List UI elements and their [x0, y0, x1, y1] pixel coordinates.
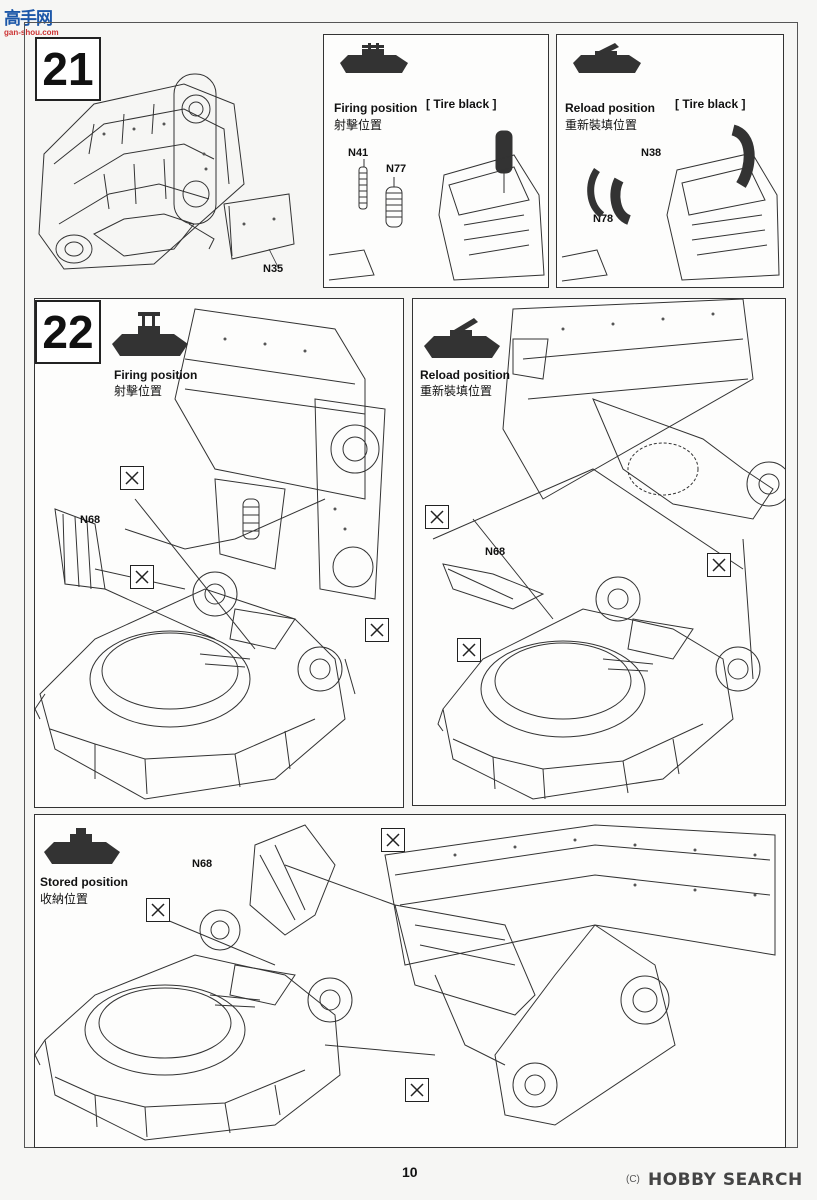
- part-n35: N35: [263, 263, 284, 275]
- part-n68: N68: [80, 514, 101, 526]
- step22-stored-drawing: [35, 824, 776, 1141]
- hobby-search-brand: HOBBY SEARCH: [648, 1170, 803, 1190]
- no-cement-icon: [365, 618, 389, 642]
- step22-reload-label-cn: 重新裝填位置: [420, 384, 493, 398]
- step21-main-panel: [34, 34, 316, 284]
- part-n38: N38: [641, 147, 662, 159]
- step21-reload-panel: Reload position 重新裝填位置 [ Tire black ] N3…: [556, 34, 784, 288]
- step22-firing-drawing: [35, 308, 386, 800]
- no-cement-icon: [146, 898, 170, 922]
- watermark-site: gan-shou.com: [4, 28, 59, 37]
- step22-reload-panel: [412, 298, 786, 806]
- step21-firing-panel: Firing position 射擊位置 [ Tire black ] N41 …: [323, 34, 549, 288]
- step21-firing-label: Firing position: [334, 101, 418, 115]
- tank-icon: [424, 318, 500, 358]
- tank-icon: [44, 828, 120, 864]
- step22-firing-label-cn: 射擊位置: [114, 384, 163, 398]
- copyright-mark: (C): [626, 1174, 640, 1185]
- page-number: 10: [402, 1164, 418, 1180]
- step22-stored-label: Stored position: [40, 875, 128, 889]
- no-cement-icon: [130, 565, 154, 589]
- step21-reload-label-cn: 重新裝填位置: [565, 118, 638, 132]
- tank-icon: [573, 43, 641, 73]
- part-n68: N68: [192, 858, 213, 870]
- step22-reload-label: Reload position: [420, 368, 510, 382]
- watermark-logo-text: 高手网: [4, 9, 53, 29]
- step21-firing-paint: [ Tire black ]: [426, 97, 497, 111]
- no-cement-icon: [425, 505, 449, 529]
- step21-reload-drawing: [561, 124, 780, 282]
- part-n41: N41: [348, 147, 369, 159]
- step21-number: 21: [35, 37, 101, 101]
- no-cement-icon: [405, 1078, 429, 1102]
- tank-icon: [340, 43, 408, 73]
- step22-firing-panel: [34, 298, 404, 808]
- no-cement-icon: [457, 638, 481, 662]
- no-cement-icon: [707, 553, 731, 577]
- step21-firing-label-cn: 射擊位置: [334, 118, 383, 132]
- part-n68: N68: [485, 546, 506, 558]
- no-cement-icon: [381, 828, 405, 852]
- step21-reload-label: Reload position: [565, 101, 655, 115]
- watermark-logo: 高手网 gan-shou.com: [4, 4, 74, 37]
- part-n77: N77: [386, 163, 407, 175]
- step21-reload-paint: [ Tire black ]: [675, 97, 746, 111]
- step22-firing-label: Firing position: [114, 368, 198, 382]
- step22-stored-label-cn: 收納位置: [40, 892, 89, 906]
- step21-main-drawing: [38, 73, 295, 270]
- step22-number: 22: [35, 300, 101, 364]
- step22-reload-drawing: [432, 299, 785, 800]
- tank-icon: [112, 312, 188, 356]
- no-cement-icon: [120, 466, 144, 490]
- step21-firing-drawing: [328, 130, 545, 281]
